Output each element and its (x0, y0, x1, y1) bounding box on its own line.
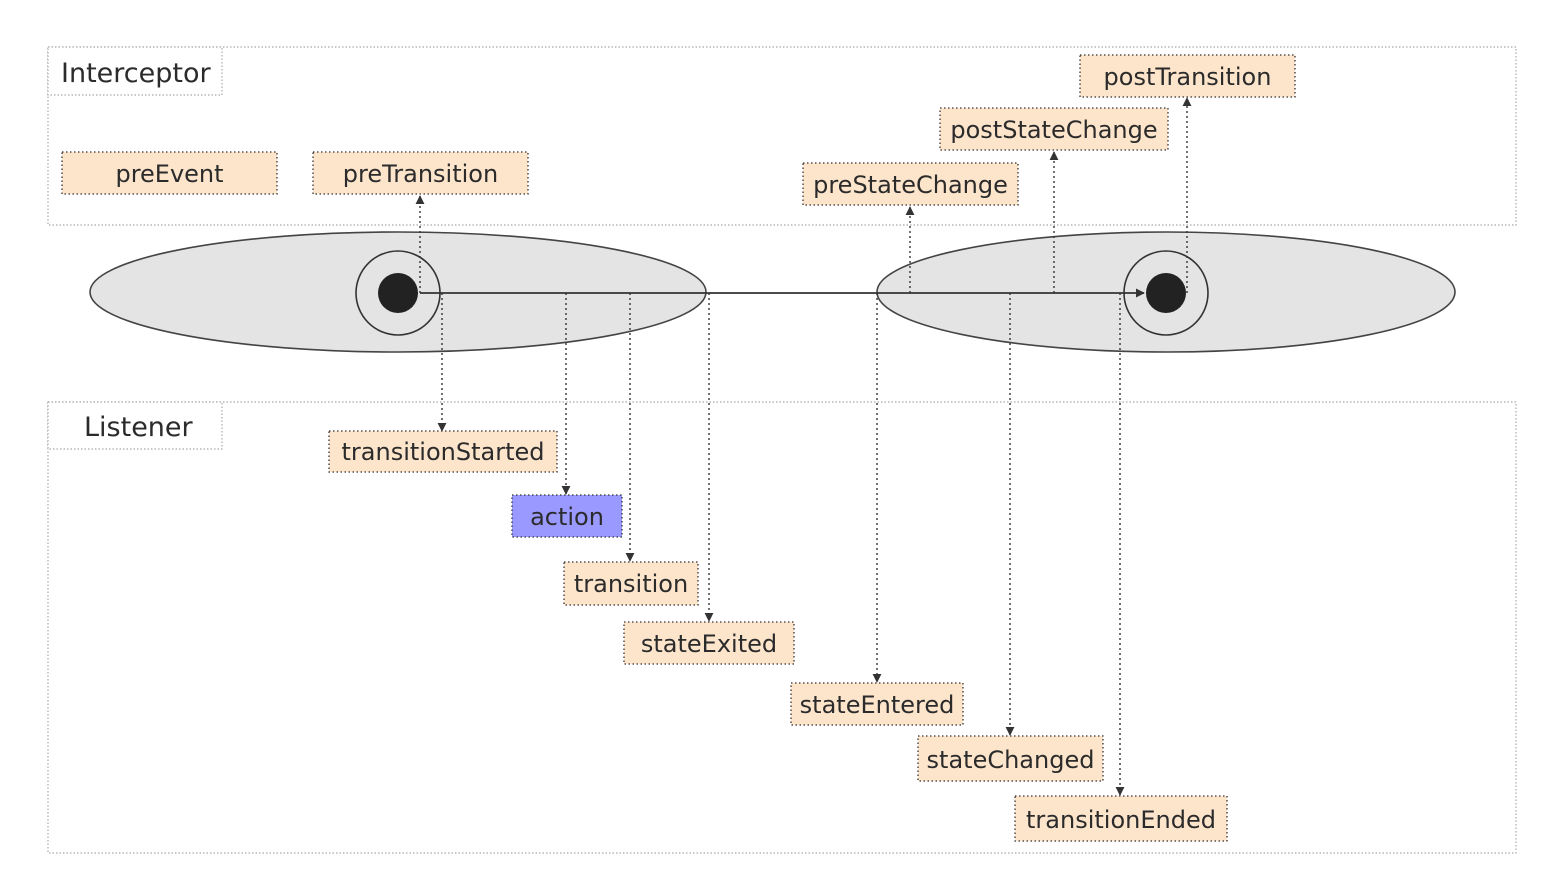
node-transition: transition (563, 561, 699, 606)
node-action-label: action (530, 503, 604, 531)
node-state-exited: stateExited (623, 621, 795, 665)
node-transition-ended-label: transitionEnded (1026, 806, 1216, 834)
node-pre-state-change-label: preStateChange (813, 171, 1008, 199)
interceptor-group-tab (47, 46, 223, 96)
node-post-transition: postTransition (1079, 54, 1296, 98)
listener-group: Listener (47, 401, 1517, 854)
node-pre-transition: preTransition (312, 151, 529, 195)
listener-group-box (47, 401, 1517, 854)
node-pre-event-label: preEvent (115, 160, 223, 188)
target-state (876, 231, 1456, 353)
node-action: action (511, 494, 623, 538)
node-transition-label: transition (574, 570, 688, 598)
source-state-dot (378, 273, 418, 313)
node-transition-started: transitionStarted (328, 430, 558, 473)
node-post-state-change: postStateChange (939, 107, 1169, 151)
node-pre-event: preEvent (61, 151, 278, 195)
node-state-changed: stateChanged (917, 735, 1104, 782)
node-state-changed-label: stateChanged (927, 746, 1095, 774)
node-transition-ended: transitionEnded (1014, 795, 1228, 842)
node-state-exited-label: stateExited (641, 630, 777, 658)
node-post-state-change-label: postStateChange (950, 116, 1157, 144)
interceptor-group-label: Interceptor (61, 58, 211, 89)
interceptor-group: Interceptor (47, 46, 1517, 226)
node-transition-started-label: transitionStarted (342, 438, 545, 466)
listener-group-label: Listener (84, 412, 194, 443)
node-state-entered: stateEntered (790, 682, 964, 726)
listener-group-tab (47, 401, 223, 450)
node-state-entered-label: stateEntered (800, 691, 955, 719)
target-state-dot (1146, 273, 1186, 313)
source-state (89, 231, 707, 353)
node-post-transition-label: postTransition (1104, 63, 1272, 91)
interceptor-group-box (47, 46, 1517, 226)
node-pre-transition-label: preTransition (343, 160, 498, 188)
node-pre-state-change: preStateChange (802, 162, 1019, 206)
